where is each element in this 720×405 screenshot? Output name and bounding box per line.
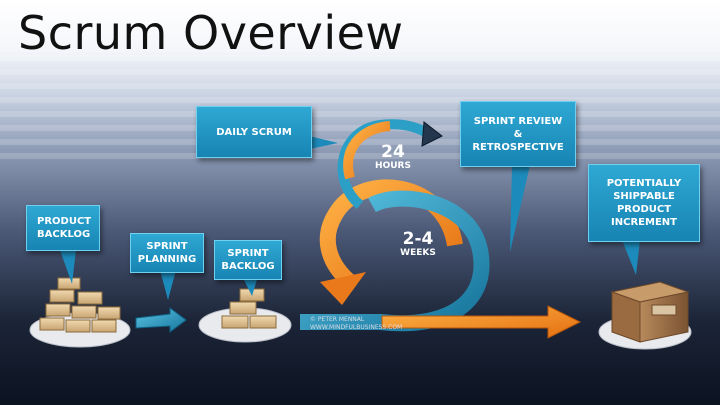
daily-scrum-label: DAILY SCRUM — [216, 126, 292, 138]
increment-label-3: PRODUCT — [616, 204, 672, 215]
product-backlog-callout: PRODUCT BACKLOG — [26, 205, 100, 251]
daily-cycle-unit: HOURS — [375, 161, 411, 171]
sprint-review-label: SPRINT REVIEW — [473, 115, 563, 127]
product-backlog-boxes — [39, 277, 121, 333]
sprint-cycle-arrowhead — [320, 272, 366, 305]
delivery-arrow — [381, 305, 582, 339]
sprint-review-ampersand: & — [513, 128, 523, 140]
increment-callout: POTENTIALLY SHIPPABLE PRODUCT INCREMENT — [588, 164, 700, 242]
daily-scrum-callout: DAILY SCRUM — [196, 106, 312, 158]
daily-cycle-arrowhead — [421, 121, 443, 147]
sprint-planning-pointer — [160, 270, 176, 300]
product-backlog-label-1: PRODUCT — [37, 216, 92, 227]
credit-line-2: WWW.MINDFULBUSINESS.COM — [310, 324, 403, 331]
product-backlog-pointer — [60, 250, 76, 284]
sprint-planning-label-1: SPRINT — [146, 241, 188, 252]
sprint-review-callout: SPRINT REVIEW & RETROSPECTIVE — [460, 101, 576, 167]
daily-cycle-value: 24 — [381, 142, 405, 162]
daily-cycle-label: 24 HOURS — [366, 143, 420, 172]
credit-line-1: © PETER MENNAL — [310, 316, 365, 323]
increment-label-1: POTENTIALLY — [606, 178, 682, 189]
increment-pointer — [622, 240, 640, 275]
retrospective-label: RETROSPECTIVE — [472, 141, 564, 153]
background-stripes — [0, 55, 720, 165]
sprint-backlog-pointer — [242, 276, 258, 296]
planning-arrow — [135, 307, 187, 333]
sprint-cycle-unit: WEEKS — [400, 248, 436, 258]
daily-cycle-orange-arrow — [343, 121, 391, 180]
slide-title: Scrum Overview — [18, 6, 404, 60]
credit-text: © PETER MENNAL WWW.MINDFULBUSINESS.COM — [310, 316, 402, 332]
product-increment-crate — [610, 281, 690, 343]
sprint-review-pointer — [510, 165, 530, 252]
daily-scrum-pointer — [305, 135, 338, 150]
sprint-backlog-boxes — [221, 288, 277, 329]
increment-label-4: INCREMENT — [611, 217, 677, 228]
sprint-cycle-label: 2-4 WEEKS — [390, 230, 446, 259]
sprint-backlog-callout: SPRINT BACKLOG — [214, 240, 282, 280]
sprint-cycle-value: 2-4 — [402, 229, 434, 249]
increment-label-2: SHIPPABLE — [613, 191, 675, 202]
sprint-planning-callout: SPRINT PLANNING — [130, 233, 204, 273]
product-backlog-label-2: BACKLOG — [37, 229, 91, 240]
sprint-planning-label-2: PLANNING — [137, 254, 197, 265]
sprint-backlog-label-1: SPRINT — [227, 248, 269, 259]
sprint-backlog-label-2: BACKLOG — [221, 261, 275, 272]
